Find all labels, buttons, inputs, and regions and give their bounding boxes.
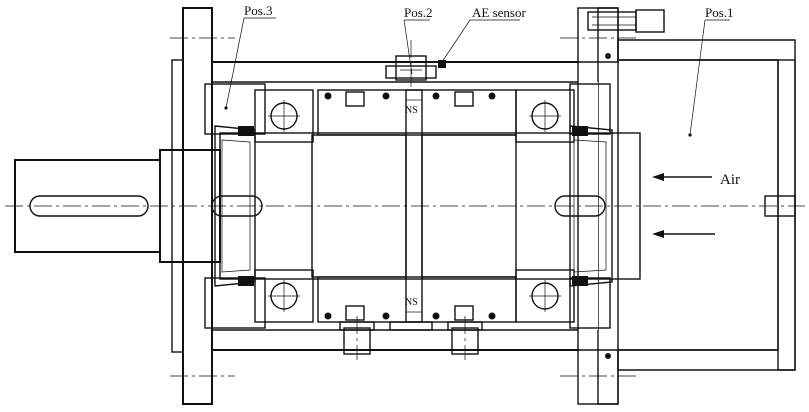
label-pos1: Pos.1	[705, 5, 734, 20]
air-flow-arrows	[652, 173, 715, 238]
label-air: Air	[720, 172, 740, 188]
leader-lines	[224, 17, 730, 137]
top-fitting-pos2	[385, 55, 446, 81]
rear-bearing	[515, 83, 613, 329]
label-ae-sensor: AE sensor	[472, 5, 526, 20]
label-ns-bottom: NS	[405, 297, 418, 308]
label-ns-top: NS	[405, 105, 418, 116]
label-pos2: Pos.2	[404, 5, 433, 20]
rear-cover-pos1	[587, 9, 796, 371]
front-bearing-pos3	[204, 83, 314, 329]
label-pos3: Pos.3	[244, 3, 273, 18]
